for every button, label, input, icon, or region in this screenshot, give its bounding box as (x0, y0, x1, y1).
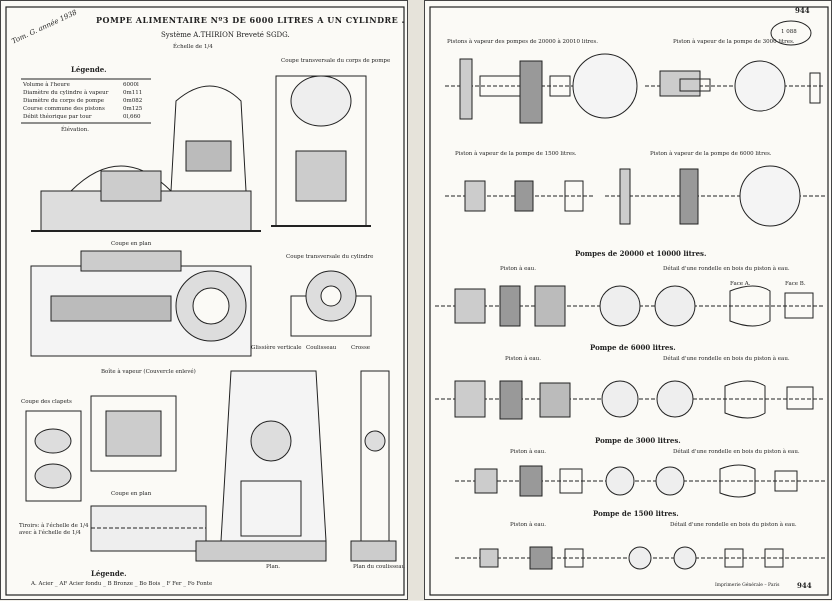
legend-row-value: 0l,660 (123, 114, 141, 120)
label-coulisseau: Coulisseau (306, 345, 337, 351)
page-subtitle: Système A.THIRION Breveté SGDG. (161, 31, 290, 39)
label-piston-eau: Piston à eau. (510, 522, 546, 528)
scale-note: Échelle de 1/4 (173, 44, 213, 50)
library-stamp: 1 088 (781, 29, 797, 35)
section-title-3000: Pompe de 3000 litres. (595, 436, 681, 445)
label-coupe-pompe: Coupe transversale du corps de pompe (281, 58, 391, 64)
legend-heading: Légende. (71, 65, 107, 74)
legend-row-label: Course commune des pistons (23, 106, 105, 112)
piston-drawing-linework (429, 6, 829, 596)
label-pistons-20000: Pistons à vapeur des pompes de 20000 à 2… (447, 39, 598, 45)
label-detail-rondelle: Détail d'une rondelle en bois du piston … (663, 266, 790, 272)
pump-drawing-linework (5, 6, 405, 596)
label-scale-note: Tiroirs: à l'échelle de 1/4 avec à l'éch… (19, 523, 89, 536)
label-piston-6000: Piston à vapeur de la pompe de 6000 litr… (650, 151, 772, 157)
legend-row-label: Volume à l'heure (23, 82, 70, 88)
label-piston-eau: Piston à eau. (510, 449, 546, 455)
label-coupe-clapets: Coupe des clapets (21, 399, 72, 405)
legend-bottom-heading: Légende. (91, 569, 127, 578)
section-title-1500: Pompe de 1500 litres. (593, 509, 679, 518)
legend-bottom-text: A. Acier _ AF Acier fondu _ B Bronze _ B… (31, 581, 213, 587)
label-piston-eau: Piston à eau. (505, 356, 541, 362)
label-coupe-plan-2: Coupe en plan (111, 491, 152, 497)
label-plan-coulisseau: Plan du coulisseau (353, 564, 406, 570)
legend-row-value: 0m082 (123, 98, 143, 104)
book-gutter (408, 0, 424, 600)
legend-row-value: 0m125 (123, 106, 143, 112)
legend-row-label: Diamètre du cylindre à vapeur (23, 90, 109, 96)
page-number-top: 944 (795, 6, 810, 15)
plate-right-piston-drawing: 944 1 088 Pistons à vapeur des pompes de… (424, 0, 832, 600)
label-piston-eau: Piston à eau. (500, 266, 536, 272)
label-glissiere: Glissière verticale (251, 345, 302, 351)
legend-row-value: 6000l (123, 82, 139, 88)
label-plan: Plan. (266, 564, 281, 570)
label-crosse: Crosse (351, 345, 371, 351)
label-detail-rondelle: Détail d'une rondelle en bois du piston … (663, 356, 790, 362)
label-face-a: Face A. (730, 281, 751, 287)
plate-left-pump-drawing: POMPE ALIMENTAIRE Nº3 DE 6000 LITRES A U… (0, 0, 408, 600)
label-piston-1500: Piston à vapeur de la pompe de 1500 litr… (455, 151, 577, 157)
label-face-b: Face B. (785, 281, 806, 287)
legend-row-label: Diamètre du corps de pompe (23, 98, 105, 104)
imprint: Imprimerie Générale – Paris (715, 583, 780, 588)
label-coupe-plan: Coupe en plan (111, 241, 152, 247)
legend-row-value: 0m111 (123, 90, 143, 96)
label-elevation: Élévation. (61, 127, 89, 133)
label-boite-vapeur: Boîte à vapeur (Couvercle enlevé) (101, 369, 196, 375)
label-detail-rondelle: Détail d'une rondelle en bois du piston … (673, 449, 800, 455)
section-title-6000: Pompe de 6000 litres. (590, 343, 676, 352)
label-detail-rondelle: Détail d'une rondelle en bois du piston … (670, 522, 797, 528)
legend-row-label: Débit théorique par tour (23, 114, 92, 120)
section-title-20000: Pompes de 20000 et 10000 litres. (575, 249, 707, 258)
page-title: POMPE ALIMENTAIRE Nº3 DE 6000 LITRES A U… (96, 15, 405, 25)
label-piston-3000: Piston à vapeur de la pompe de 3000 litr… (673, 39, 795, 45)
page-number-bottom: 944 (797, 581, 812, 590)
label-coupe-cylindre: Coupe transversale du cylindre (286, 254, 374, 260)
